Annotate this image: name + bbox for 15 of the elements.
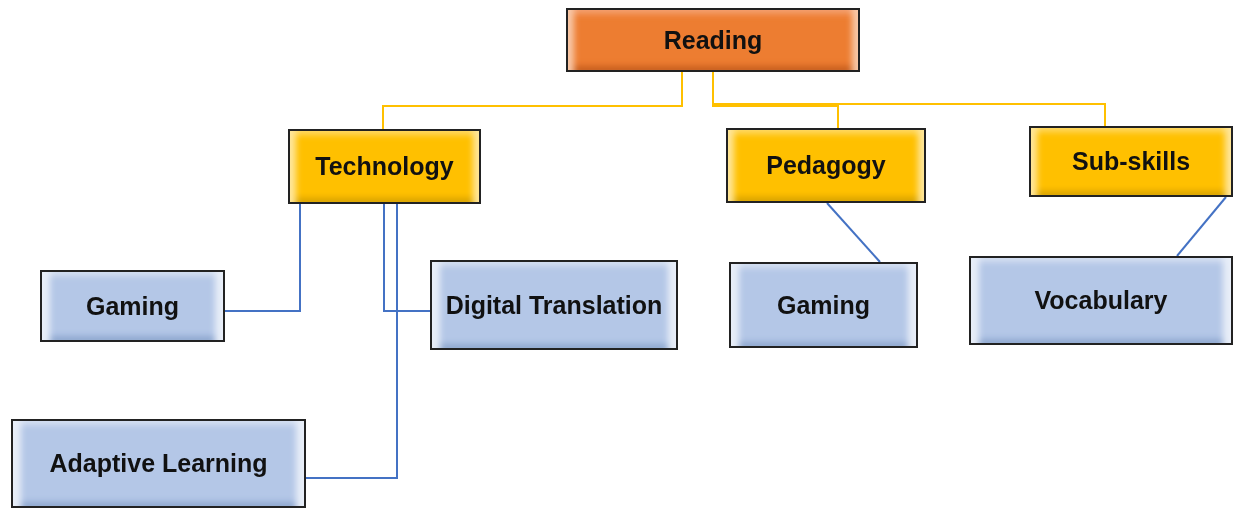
connector-line	[305, 203, 398, 479]
connector-line	[383, 203, 431, 312]
category-box: Sub-skills	[1029, 126, 1233, 197]
category-box: Technology	[288, 129, 481, 204]
topic-box: Gaming	[40, 270, 225, 342]
topic-box: Gaming	[729, 262, 918, 348]
topic-box: Digital Translation	[430, 260, 678, 350]
connector-line	[224, 203, 301, 312]
category-box: Pedagogy	[726, 128, 926, 203]
connector-line	[1176, 196, 1227, 257]
topic-box: Adaptive Learning	[11, 419, 306, 508]
root-box: Reading	[566, 8, 860, 72]
topic-box: Vocabulary	[969, 256, 1233, 345]
connector-line	[826, 202, 881, 263]
connector-line	[382, 71, 683, 130]
